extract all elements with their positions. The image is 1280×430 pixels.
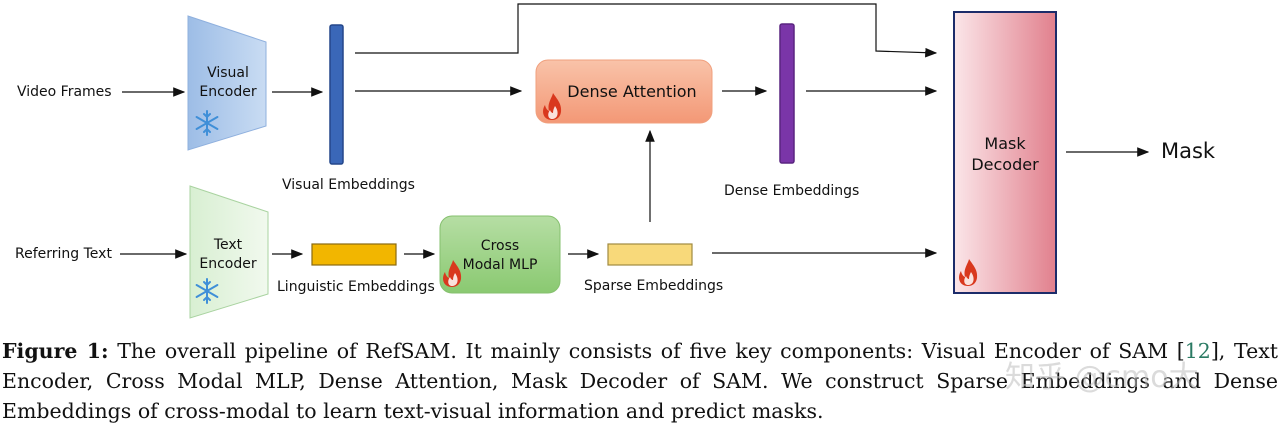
cross-modal-line2: Modal MLP [462,257,538,273]
sparse-embeddings-label: Sparse Embeddings [584,278,724,294]
visual-encoder-line2: Encoder [199,84,257,100]
dense-attention-box [535,59,713,124]
mask-decoder-label: Mask Decoder [954,133,1056,175]
snowflake-icon [195,110,219,136]
linguistic-embedding-bar [311,243,397,266]
snowflake-icon [195,278,219,304]
caption-label: Figure 1: [2,339,109,363]
sparse-embedding-bar [607,243,693,266]
flame-icon [543,93,562,120]
video-frames-label: Video Frames [17,84,112,100]
text-encoder-shape [189,185,269,319]
referring-text-label: Referring Text [15,246,112,262]
dense-attention-label: Dense Attention [567,82,697,101]
caption-text-2: ], Text Encoder, Cross Modal MLP, Dense … [2,339,1278,423]
dense-embeddings-label: Dense Embeddings [724,183,860,199]
mask-decoder-box [953,11,1057,294]
cross-modal-mlp-label: Cross Modal MLP [440,237,560,275]
arrow-visual-emb-to-decoder [355,3,938,58]
text-encoder-line2: Encoder [199,256,257,272]
linguistic-embeddings-label: Linguistic Embeddings [277,279,435,295]
mask-decoder-line1: Mask [984,134,1026,153]
visual-embedding-bar [329,24,344,165]
mask-decoder-line2: Decoder [971,155,1039,174]
caption-citation-link[interactable]: 12 [1184,339,1211,363]
text-encoder-label: Text Encoder [190,236,266,274]
flame-icon [443,260,462,287]
visual-embeddings-label: Visual Embeddings [282,177,415,193]
cross-modal-mlp-box [439,215,561,294]
watermark: 知乎 @cmo大 [1005,360,1199,395]
caption-text-1: The overall pipeline of RefSAM. It mainl… [108,339,1185,363]
text-encoder-line1: Text [213,237,243,253]
visual-encoder-line1: Visual [207,65,249,81]
mask-output-label: Mask [1161,139,1216,163]
visual-encoder-label: Visual Encoder [190,64,266,102]
dense-embedding-bar [779,23,795,164]
diagram-canvas [120,3,1150,319]
cross-modal-line1: Cross [480,238,520,254]
flame-icon [959,259,978,286]
figure-caption: Figure 1: The overall pipeline of RefSAM… [2,336,1278,426]
